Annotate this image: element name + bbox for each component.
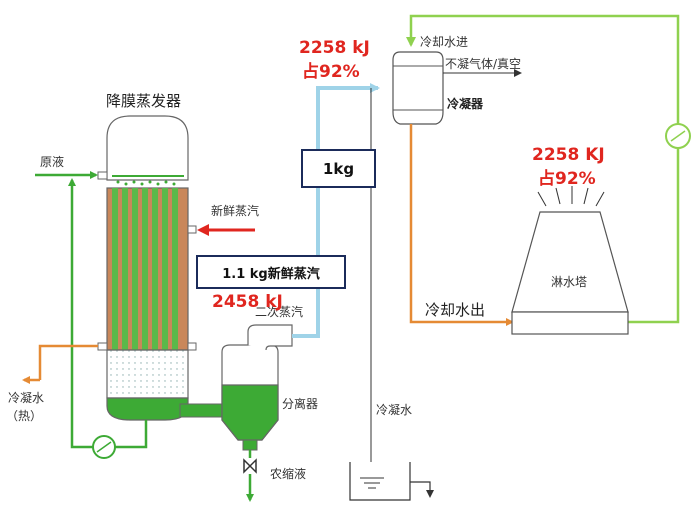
evaporator-title: 降膜蒸发器 xyxy=(106,92,182,110)
steam-energy-kj: 2458 kJ xyxy=(212,292,283,312)
hot-condensate-label: 冷凝水 xyxy=(8,391,45,405)
separator xyxy=(221,324,293,451)
condenser-energy-pct: 占92% xyxy=(302,62,360,82)
mass-box: 1kg xyxy=(301,149,376,188)
mass-box-text: 1kg xyxy=(322,159,355,178)
cooling-water-out-line xyxy=(409,124,514,326)
cooling-tower-label: 淋水塔 xyxy=(551,275,588,289)
condensate-tank xyxy=(349,462,411,501)
condenser-label: 冷凝器 xyxy=(447,97,484,111)
valve-icon xyxy=(243,458,257,474)
cooling-water-in-line xyxy=(406,14,680,124)
tower-energy-pct: 占92% xyxy=(538,169,596,189)
cooling-water-out-label: 冷却水出 xyxy=(425,301,486,319)
concentrate-label: 农缩液 xyxy=(270,467,307,481)
hot-condensate-sublabel: （热） xyxy=(6,409,43,423)
fresh-steam-label: 新鲜蒸汽 xyxy=(211,204,260,218)
steam-input-box: 1.1 kg新鲜蒸汽 xyxy=(196,255,346,289)
tower-energy-kj: 2258 KJ xyxy=(532,145,605,165)
secondary-steam-line xyxy=(292,83,380,338)
recirculation-line xyxy=(115,420,148,449)
condenser xyxy=(392,51,444,125)
separator-label: 分离器 xyxy=(282,397,319,411)
cooling-water-in-label: 冷却水进 xyxy=(420,35,469,49)
condenser-energy-kj: 2258 kJ xyxy=(299,38,370,58)
evaporator xyxy=(97,115,197,421)
condensate-label: 冷凝水 xyxy=(376,403,413,417)
steam-input-text: 1.1 kg新鲜蒸汽 xyxy=(222,266,320,282)
cooling-tower xyxy=(511,186,629,335)
raw-liquid-label: 原液 xyxy=(40,155,65,169)
evaporator-tubes xyxy=(112,188,178,350)
noncondensable-label: 不凝气体/真空 xyxy=(445,57,522,71)
secondary-steam-label: 二次蒸汽 xyxy=(255,305,304,319)
